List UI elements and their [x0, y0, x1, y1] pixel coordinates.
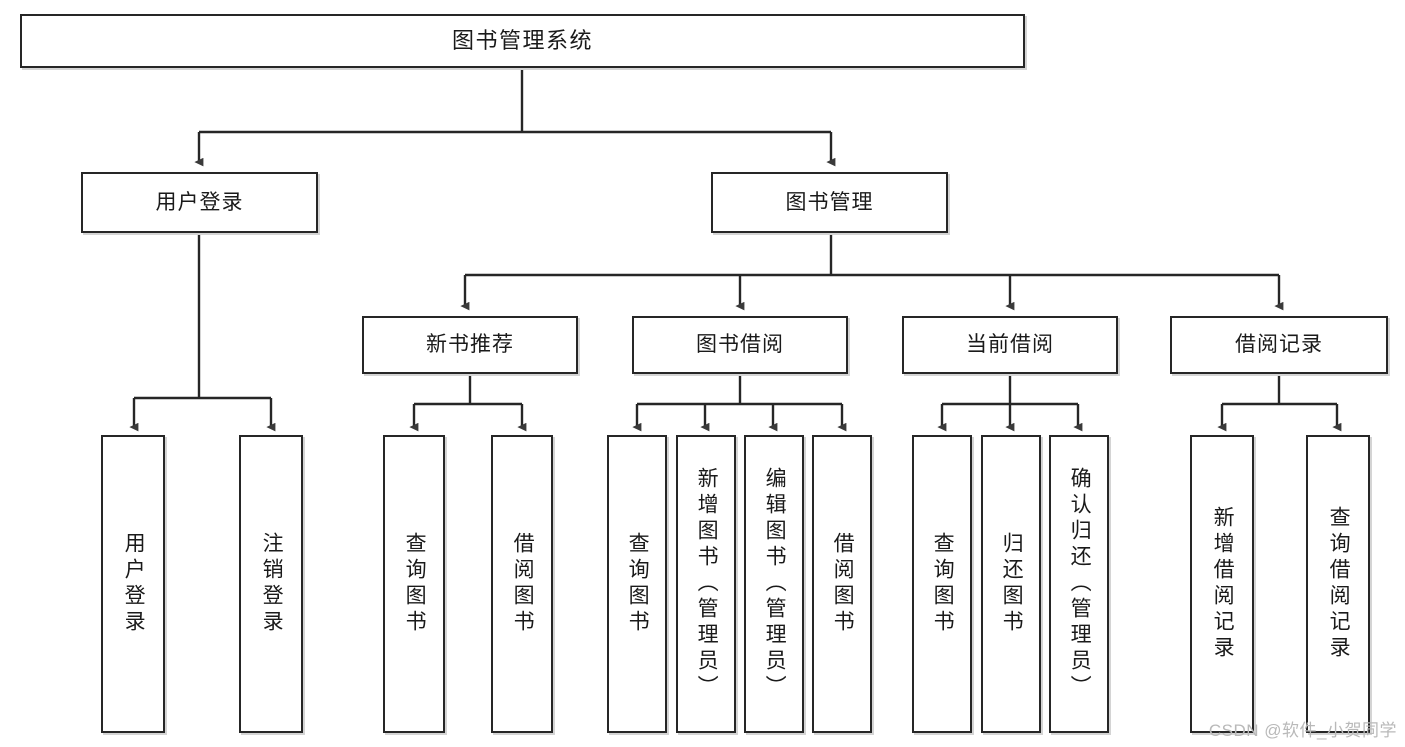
node-leaf-borrow-book-2-label: 借阅图书	[831, 532, 855, 636]
node-leaf-confirm-return-label: 确认归还（管理员）	[1068, 467, 1092, 701]
node-leaf-query-book-1-label: 查询图书	[403, 532, 427, 636]
node-leaf-query-book-3[interactable]: 查询图书	[912, 435, 972, 733]
node-leaf-return-book-label: 归还图书	[1000, 532, 1024, 636]
node-book-manage[interactable]: 图书管理	[711, 172, 948, 233]
node-user-login[interactable]: 用户登录	[81, 172, 318, 233]
node-leaf-add-record[interactable]: 新增借阅记录	[1190, 435, 1254, 733]
node-leaf-borrow-book-1-label: 借阅图书	[511, 532, 535, 636]
node-leaf-query-record[interactable]: 查询借阅记录	[1306, 435, 1370, 733]
node-book-borrow-label: 图书借阅	[696, 333, 784, 357]
node-root-label: 图书管理系统	[451, 27, 593, 53]
node-borrow-record[interactable]: 借阅记录	[1170, 316, 1388, 374]
node-new-book-rec-label: 新书推荐	[426, 333, 514, 357]
node-leaf-logout[interactable]: 注销登录	[239, 435, 303, 733]
node-leaf-return-book[interactable]: 归还图书	[981, 435, 1041, 733]
node-leaf-query-book-2[interactable]: 查询图书	[607, 435, 667, 733]
node-new-book-rec[interactable]: 新书推荐	[362, 316, 578, 374]
node-leaf-add-book-label: 新增图书（管理员）	[695, 467, 719, 701]
node-leaf-query-record-label: 查询借阅记录	[1327, 506, 1351, 662]
node-leaf-add-record-label: 新增借阅记录	[1211, 506, 1235, 662]
node-leaf-edit-book-label: 编辑图书（管理员）	[763, 467, 787, 701]
node-leaf-query-book-3-label: 查询图书	[931, 532, 955, 636]
node-borrow-record-label: 借阅记录	[1235, 333, 1323, 357]
node-leaf-user-login-label: 用户登录	[122, 532, 146, 636]
watermark: CSDN @软件_小贺同学	[1208, 721, 1397, 740]
node-leaf-query-book-2-label: 查询图书	[626, 532, 650, 636]
node-leaf-borrow-book-1[interactable]: 借阅图书	[491, 435, 553, 733]
node-leaf-user-login[interactable]: 用户登录	[101, 435, 165, 733]
node-current-borrow-label: 当前借阅	[966, 333, 1054, 357]
node-leaf-edit-book[interactable]: 编辑图书（管理员）	[744, 435, 804, 733]
node-book-borrow[interactable]: 图书借阅	[632, 316, 848, 374]
node-book-manage-label: 图书管理	[785, 190, 874, 214]
node-leaf-confirm-return[interactable]: 确认归还（管理员）	[1049, 435, 1109, 733]
node-root[interactable]: 图书管理系统	[20, 14, 1025, 68]
node-leaf-query-book-1[interactable]: 查询图书	[383, 435, 445, 733]
node-current-borrow[interactable]: 当前借阅	[902, 316, 1118, 374]
node-leaf-add-book[interactable]: 新增图书（管理员）	[676, 435, 736, 733]
node-leaf-borrow-book-2[interactable]: 借阅图书	[812, 435, 872, 733]
node-leaf-logout-label: 注销登录	[260, 532, 284, 636]
node-user-login-label: 用户登录	[155, 190, 244, 214]
